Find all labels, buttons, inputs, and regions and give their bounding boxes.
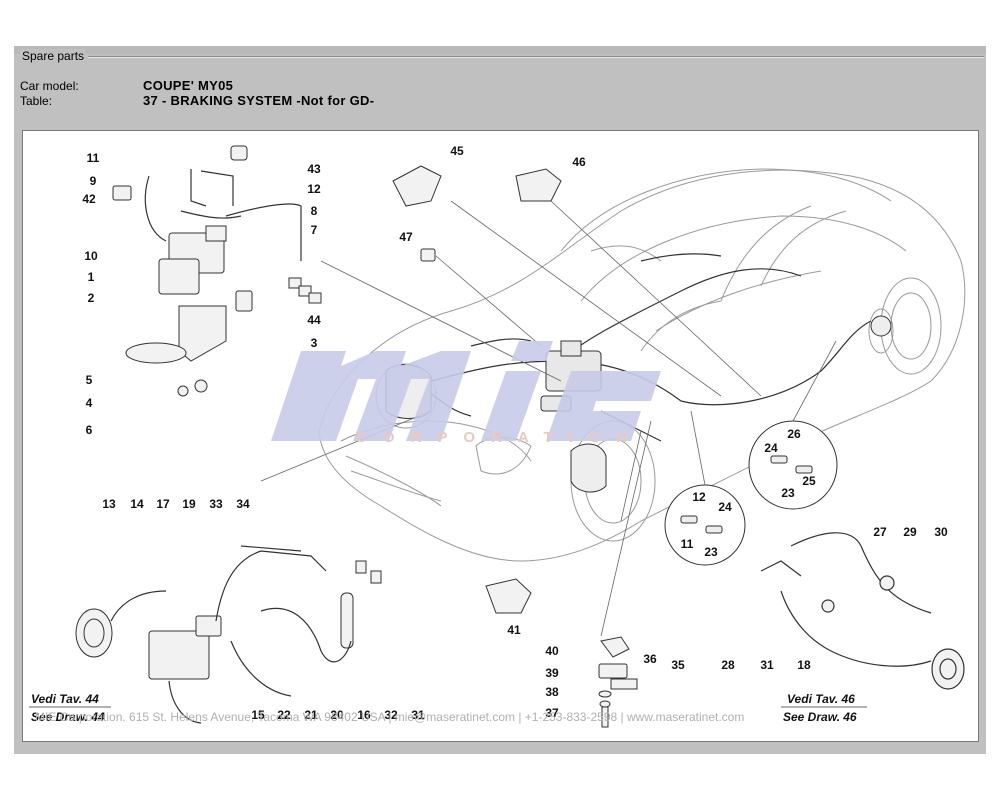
callout-18[interactable]: 18 — [797, 658, 811, 672]
left-ref-line1: Vedi Tav. 44 — [31, 692, 99, 706]
callout-43[interactable]: 43 — [307, 162, 321, 176]
left-reference: Vedi Tav. 44 See Draw. 44 — [29, 692, 111, 724]
panel-legend: Spare parts — [20, 49, 87, 63]
callout-1[interactable]: 1 — [88, 270, 95, 284]
table-value: 37 - BRAKING SYSTEM -Not for GD- — [143, 93, 375, 108]
callout-17[interactable]: 17 — [156, 497, 170, 511]
pedal-sensor-group — [75, 560, 382, 680]
callout-31[interactable]: 31 — [760, 658, 774, 672]
callout-27[interactable]: 27 — [873, 525, 887, 539]
callout-11[interactable]: 11 — [681, 537, 694, 551]
brake-lines — [420, 253, 872, 442]
callout-24[interactable]: 24 — [764, 441, 778, 455]
car-model-value: COUPE' MY05 — [143, 78, 234, 93]
callout-26[interactable]: 26 — [787, 427, 801, 441]
group-border — [88, 56, 984, 58]
callout-2[interactable]: 2 — [88, 291, 95, 305]
callout-15[interactable]: 15 — [251, 708, 265, 722]
callout-9[interactable]: 9 — [90, 174, 97, 188]
callout-28[interactable]: 28 — [721, 658, 735, 672]
callout-labels: 1194210125464312874434546472624252312241… — [82, 144, 948, 722]
pedal-pipes — [110, 545, 352, 724]
detail-circles — [664, 420, 838, 566]
watermark-corporation: CORPORATION — [356, 429, 643, 446]
diagram-svg: CORPORATION 1194210125464312874434546472… — [29, 144, 966, 728]
mie-watermark-logo — [271, 341, 661, 441]
callout-14[interactable]: 14 — [130, 497, 144, 511]
callout-46[interactable]: 46 — [572, 155, 586, 169]
callout-45[interactable]: 45 — [450, 144, 464, 158]
leader-lines — [260, 200, 837, 637]
callout-12[interactable]: 12 — [307, 182, 321, 196]
callout-19[interactable]: 19 — [182, 497, 196, 511]
callout-3[interactable]: 3 — [311, 336, 318, 350]
callout-13[interactable]: 13 — [102, 497, 116, 511]
callout-32[interactable]: 32 — [384, 708, 398, 722]
left-ref-line2: See Draw. 44 — [31, 710, 105, 724]
callout-6[interactable]: 6 — [86, 423, 93, 437]
callout-39[interactable]: 39 — [545, 666, 559, 680]
callout-8[interactable]: 8 — [311, 204, 318, 218]
callout-24[interactable]: 24 — [718, 500, 732, 514]
callout-33[interactable]: 33 — [209, 497, 223, 511]
right-reference: Vedi Tav. 46 See Draw. 46 — [781, 692, 867, 724]
callout-37[interactable]: 37 — [545, 706, 559, 720]
callout-29[interactable]: 29 — [903, 525, 917, 539]
callout-34[interactable]: 34 — [236, 497, 250, 511]
callout-41[interactable]: 41 — [507, 623, 521, 637]
callout-20[interactable]: 20 — [330, 708, 344, 722]
callout-23[interactable]: 23 — [704, 545, 718, 559]
callout-4[interactable]: 4 — [86, 396, 93, 410]
callout-30[interactable]: 30 — [934, 525, 948, 539]
callout-23[interactable]: 23 — [781, 486, 795, 500]
table-label: Table: — [20, 94, 53, 108]
callout-11[interactable]: 11 — [87, 151, 100, 165]
callout-38[interactable]: 38 — [545, 685, 559, 699]
callout-16[interactable]: 16 — [357, 708, 371, 722]
rear-sensor-group — [760, 532, 965, 690]
callout-12[interactable]: 12 — [692, 490, 706, 504]
callout-42[interactable]: 42 — [82, 192, 96, 206]
watermark-footer: MIE Corporation. 615 St. Helens Avenue, … — [35, 710, 744, 724]
height-sensors — [392, 165, 562, 262]
callout-31[interactable]: 31 — [411, 708, 425, 722]
hydraulic-unit-group — [112, 145, 322, 397]
callout-35[interactable]: 35 — [671, 658, 685, 672]
callout-21[interactable]: 21 — [304, 708, 318, 722]
callout-44[interactable]: 44 — [307, 313, 321, 327]
callout-5[interactable]: 5 — [86, 373, 93, 387]
callout-47[interactable]: 47 — [399, 230, 413, 244]
right-ref-line1: Vedi Tav. 46 — [787, 692, 855, 706]
window-top-bar — [14, 46, 986, 54]
callout-25[interactable]: 25 — [802, 474, 816, 488]
pipes-top-left — [144, 169, 302, 261]
callout-36[interactable]: 36 — [643, 652, 657, 666]
car-model-label: Car model: — [20, 79, 79, 93]
callout-22[interactable]: 22 — [277, 708, 291, 722]
bracket-parts — [485, 578, 638, 728]
callout-7[interactable]: 7 — [311, 223, 318, 237]
callout-10[interactable]: 10 — [84, 249, 98, 263]
callout-40[interactable]: 40 — [545, 644, 559, 658]
right-ref-line2: See Draw. 46 — [783, 710, 857, 724]
detail-connectors — [680, 455, 813, 534]
